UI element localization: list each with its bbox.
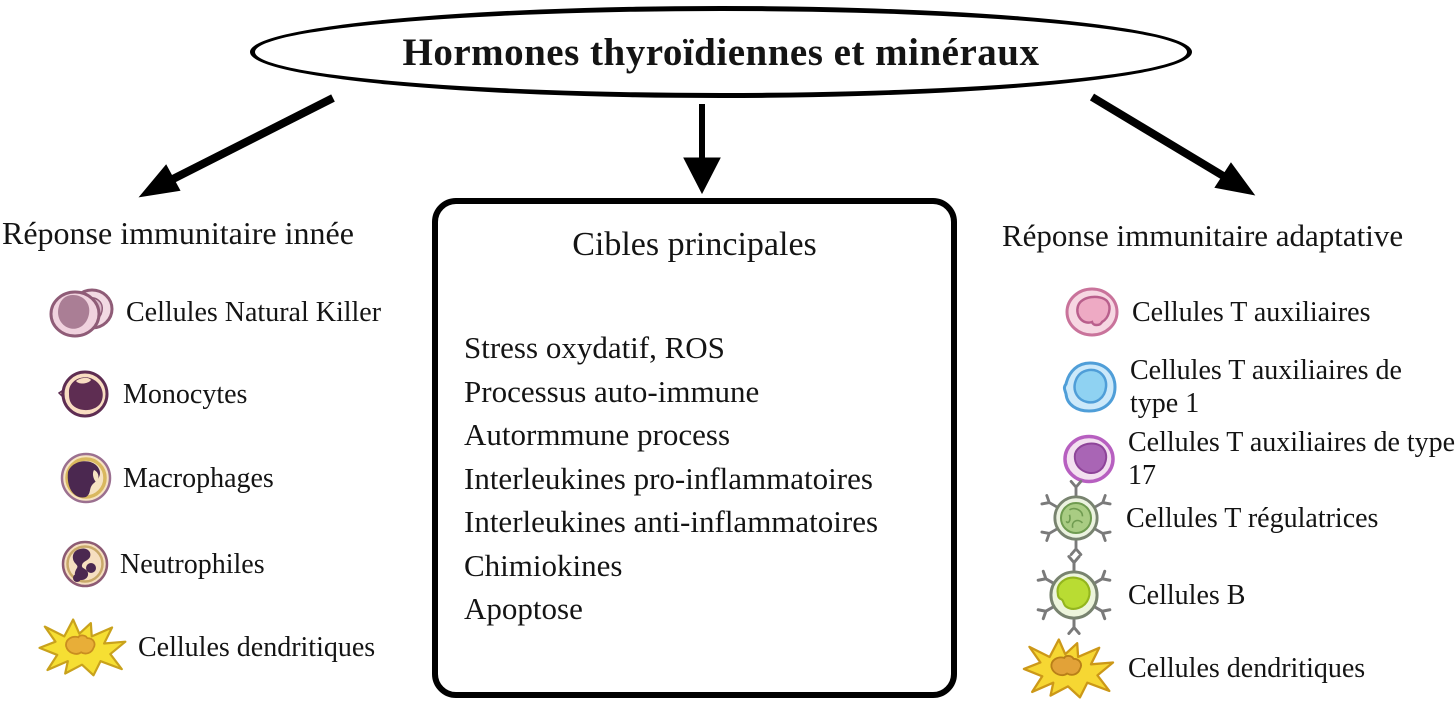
list-item: Macrophages: [58, 452, 274, 504]
left-column-header: Réponse immunitaire innée: [2, 215, 354, 251]
cell-label: Cellules T auxiliaires: [1132, 296, 1371, 328]
list-item: Cellules T auxiliaires de type 17: [1062, 426, 1456, 492]
target-list: Stress oxydatif, ROS Processus auto-immu…: [464, 326, 878, 631]
list-item: Monocytes: [58, 369, 247, 419]
target-item: Interleukines anti-inflammatoires: [464, 504, 879, 539]
list-item: Cellules Natural Killer: [48, 283, 381, 341]
target-item: Autormmune process: [464, 417, 731, 452]
target-item: Processus auto-immune: [464, 373, 760, 409]
b-cell-icon: [1036, 555, 1112, 635]
cell-label: Macrophages: [123, 462, 274, 494]
arrow-left: [138, 94, 335, 198]
target-item: Stress oxydatif, ROS: [464, 330, 725, 365]
cell-label: Cellules T auxiliaires de type 17: [1128, 427, 1456, 491]
root-node-ellipse: Hormones thyroïdiennes et minéraux: [250, 6, 1192, 98]
arrow-right: [1089, 93, 1256, 196]
list-item: Cellules T régulatrices: [1032, 479, 1378, 557]
list-item: Cellules dendritiques: [1016, 634, 1365, 702]
target-item: Interleukines pro-inflammatoires: [464, 460, 873, 496]
cell-label: Cellules Natural Killer: [126, 296, 382, 328]
target-item: Apoptose: [464, 591, 583, 626]
cell-label: Cellules T régulatrices: [1126, 502, 1379, 534]
cell-label: Cellules dendritiques: [138, 631, 376, 663]
dendritic-cell-icon: [1022, 638, 1115, 699]
diagram-title: Hormones thyroïdiennes et minéraux: [402, 30, 1040, 74]
list-item: Cellules dendritiques: [36, 612, 375, 682]
macrophage-icon: [60, 452, 112, 504]
cell-label: Cellules T auxiliaires de type 1: [1130, 355, 1402, 419]
th17-cell-icon: [1063, 434, 1115, 484]
list-item: Cellules B: [1028, 554, 1245, 636]
arrow-center: [683, 104, 721, 195]
cell-label: Cellules B: [1128, 579, 1246, 611]
dendritic-cell-icon: [38, 618, 127, 677]
main-targets-box: Cibles principales Stress oxydatif, ROS …: [432, 198, 957, 698]
treg-cell-icon: [1040, 480, 1112, 556]
cell-label: Monocytes: [123, 378, 248, 410]
center-box-title: Cibles principales: [572, 226, 817, 263]
target-item: Chimiokines: [464, 547, 623, 583]
th1-cell-icon: [1062, 361, 1117, 413]
right-column-header: Réponse immunitaire adaptative: [1002, 218, 1404, 253]
neutrophil-icon: [61, 540, 109, 588]
monocyte-icon: [58, 370, 109, 418]
list-item: Cellules T auxiliaires: [1064, 286, 1370, 338]
cell-label: Neutrophiles: [120, 548, 265, 580]
list-item: Cellules T auxiliaires de type 1: [1060, 354, 1456, 420]
t-helper-cell-icon: [1065, 287, 1119, 337]
nk-cell-icon: [49, 288, 114, 338]
list-item: Neutrophiles: [60, 540, 265, 588]
cell-label: Cellules dendritiques: [1128, 652, 1366, 684]
